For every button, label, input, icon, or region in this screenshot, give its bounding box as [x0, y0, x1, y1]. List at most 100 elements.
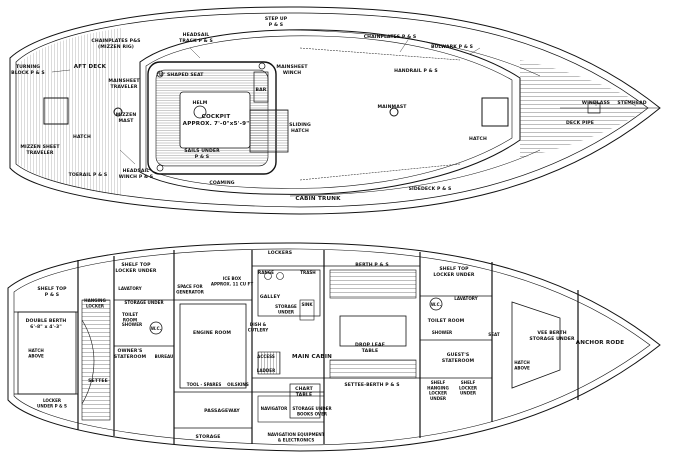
- label-dish-cutlery: DISH &CUTLERY: [248, 322, 268, 332]
- label-passageway: PASSAGEWAY: [204, 408, 240, 414]
- engine-room-box: [179, 303, 247, 389]
- label-main-cabin: MAIN CABIN: [292, 354, 332, 360]
- drop-leaf-table: [339, 315, 407, 347]
- label-storage-under-aft: STORAGE UNDER: [124, 300, 164, 305]
- label-chainplates-fwd: CHAINPLATES P & S: [364, 34, 417, 40]
- label-nav-equipment: NAVIGATION EQUIPMENT& ELECTRONICS: [267, 432, 324, 442]
- bar-box: [253, 71, 269, 103]
- label-seat: SEAT: [488, 332, 500, 337]
- label-hatch-fwd: HATCH: [469, 136, 487, 142]
- label-helm: HELM: [193, 100, 208, 106]
- label-settee: SETTEE: [88, 378, 108, 384]
- label-wc-fwd: W.C.: [431, 302, 442, 307]
- label-shower-fwd: SHOWER: [432, 330, 453, 335]
- label-oilskins: OILSKINS: [227, 382, 249, 387]
- label-shower-aft: SHOWER: [122, 322, 143, 327]
- label-sink: SINK: [301, 302, 313, 307]
- label-access: ACCESS: [257, 354, 275, 359]
- sliding-hatch: [249, 109, 289, 153]
- sink-box: [299, 299, 315, 321]
- cabin-trunk-roof-line: [289, 29, 541, 77]
- label-lockers: LOCKERS: [268, 250, 292, 256]
- winch-2: [258, 62, 266, 70]
- aft-deck-planking: [18, 28, 122, 196]
- windlass: [587, 102, 601, 114]
- label-engine-room: ENGINE ROOM: [193, 330, 231, 336]
- double-berth: [17, 311, 77, 395]
- aft-hatch: [43, 97, 69, 125]
- deck-plan: [9, 6, 661, 215]
- settee-stbd: [329, 359, 417, 379]
- label-cabin-trunk: CABIN TRUNK: [295, 196, 341, 202]
- label-berth-ps: BERTH P & S: [355, 262, 389, 268]
- aft-stair-planks: [81, 299, 111, 421]
- fwd-hatch: [481, 97, 509, 127]
- winch-3: [156, 164, 164, 172]
- label-storage: STORAGE: [195, 434, 220, 440]
- label-anchor-rode: ANCHOR RODE: [576, 340, 625, 346]
- cabin-trunk-inner: [145, 35, 513, 189]
- label-bar: BAR: [256, 87, 267, 93]
- label-bureau: BUREAU: [155, 354, 174, 359]
- wc-fwd: [429, 297, 443, 311]
- label-navigator: NAVIGATOR: [261, 406, 288, 411]
- bulkheads: [77, 250, 579, 444]
- label-handrail: HANDRAIL P & S: [394, 68, 438, 74]
- label-toerail: TOERAIL P & S: [69, 172, 108, 178]
- range-burner-2: [276, 272, 284, 280]
- navigator-desk: [257, 395, 325, 423]
- label-stemhead: STEMHEAD: [617, 100, 646, 106]
- winch-1: [156, 70, 164, 78]
- label-galley: GALLEY: [260, 294, 281, 300]
- label-trash: TRASH: [300, 270, 316, 275]
- accom-hull-outline: [7, 242, 661, 452]
- deck-leader-lines: [51, 39, 637, 165]
- label-deck-pipe: DECK PIPE: [566, 120, 594, 126]
- label-u-shaped-seat: "U" SHAPED SEAT: [156, 72, 204, 78]
- label-windlass: WINDLASS: [582, 100, 610, 106]
- label-bulwark: BULWARK P & S: [431, 44, 473, 50]
- label-wc-aft: W.C.: [151, 326, 162, 331]
- mainmast: [389, 107, 399, 117]
- label-ladder: LADDER: [257, 368, 276, 373]
- range-burner-1: [264, 272, 272, 280]
- label-lavatory-fwd: LAVATORY: [454, 296, 477, 301]
- helm-wheel: [193, 105, 207, 119]
- label-aft-deck: AFT DECK: [74, 64, 107, 70]
- label-tool-spares: TOOL - SPARES: [187, 382, 222, 387]
- label-coaming: COAMING: [209, 180, 234, 186]
- label-range: RANGE: [258, 270, 274, 275]
- label-settee-berth: SETTEE-BERTH P & S: [344, 382, 399, 388]
- chart-table-box: [289, 383, 321, 419]
- aft-curve-settee: [81, 319, 95, 405]
- handrail-stbd: [299, 163, 461, 181]
- label-sidedeck: SIDEDECK P & S: [409, 186, 452, 192]
